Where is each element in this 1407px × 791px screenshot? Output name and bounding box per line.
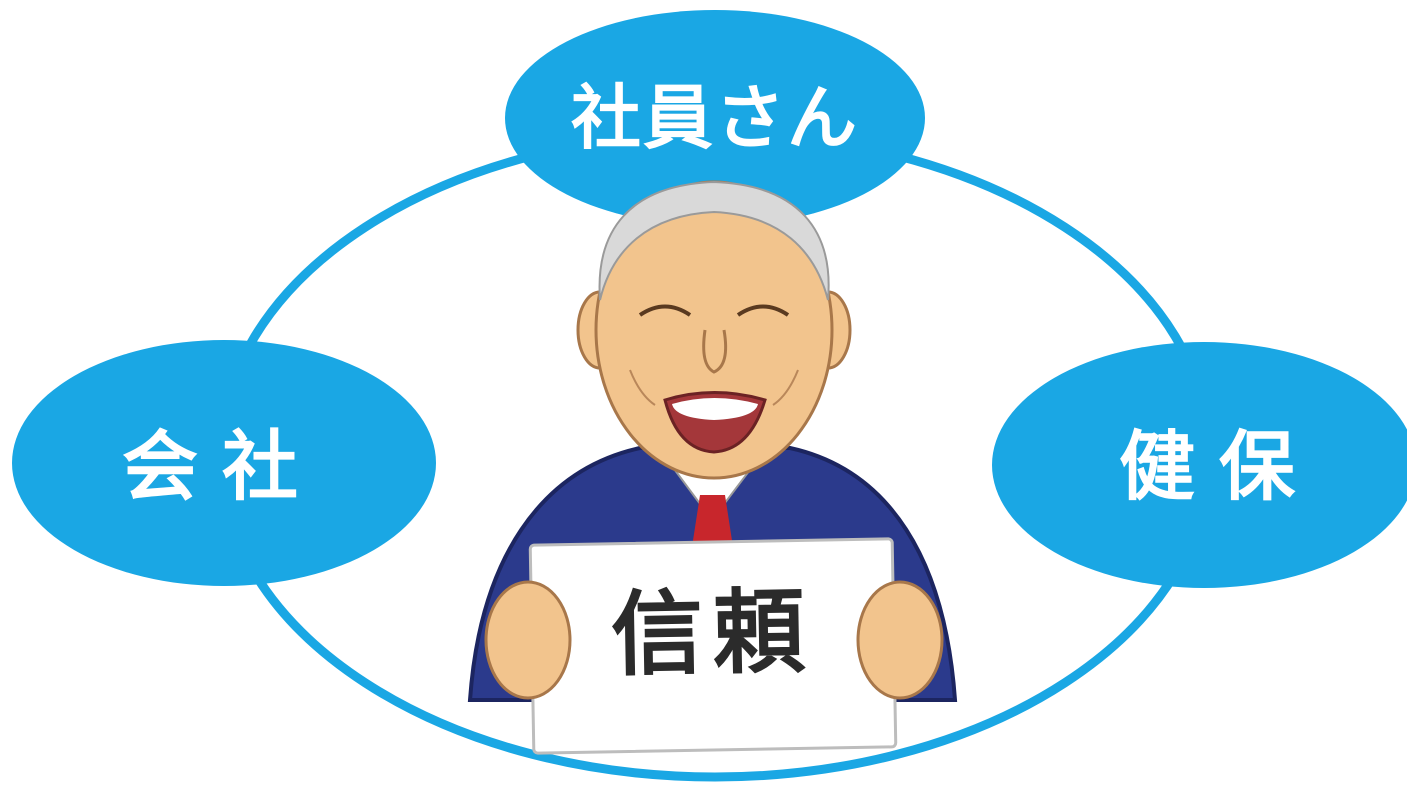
employees-label: 社員さん: [571, 77, 859, 159]
hair: [598, 180, 830, 301]
nose: [702, 329, 728, 374]
left-hand: [484, 580, 572, 700]
wrinkle-left: [629, 369, 656, 406]
sign-text: 信頼: [610, 577, 816, 689]
employees-bubble: [505, 10, 925, 226]
wrinkle-right: [772, 369, 799, 406]
right-eye: [736, 304, 790, 317]
elderly-man-illustration: [467, 180, 958, 755]
health-insurance-bubble: [992, 342, 1407, 588]
health-insurance-label: 健保: [1119, 422, 1319, 511]
teeth: [672, 398, 758, 420]
right-hand: [856, 580, 944, 700]
left-eye: [638, 304, 692, 317]
company-label: 会社: [122, 422, 322, 511]
company-bubble: [12, 340, 436, 586]
